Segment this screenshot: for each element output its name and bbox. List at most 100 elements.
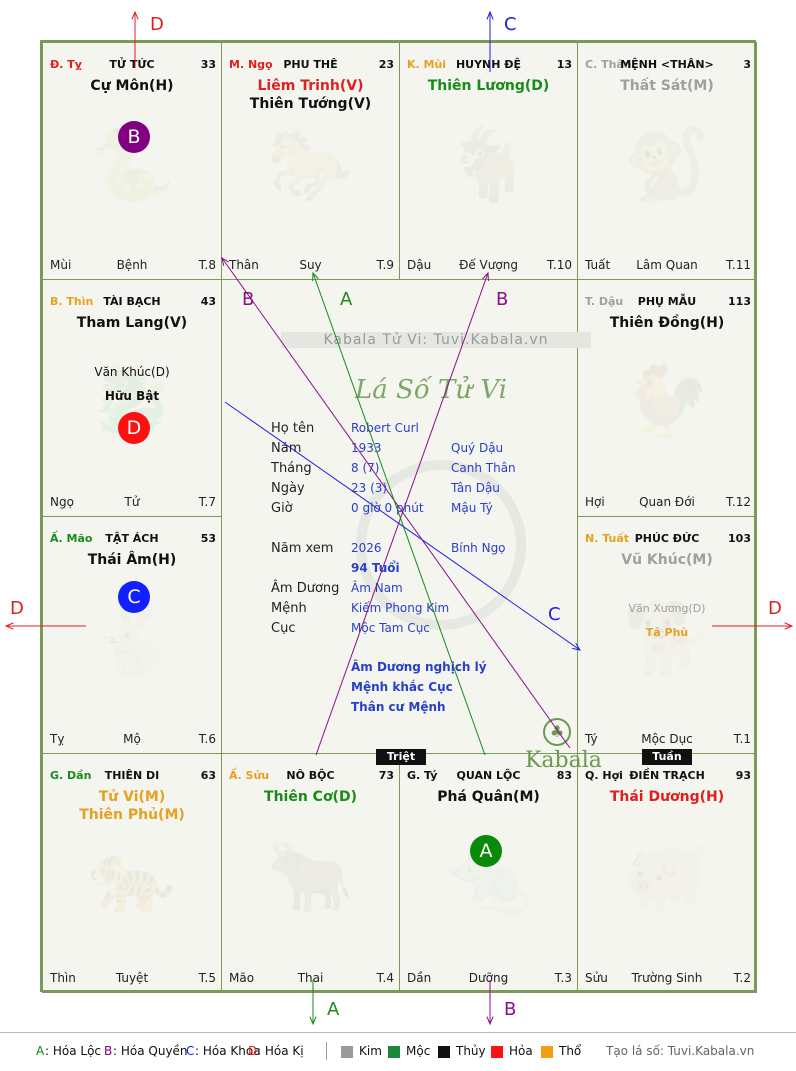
info-label: Họ tên [271, 421, 315, 436]
element-swatch [388, 1046, 400, 1058]
kabala-logo-icon: ♣ [543, 718, 571, 746]
monkey-icon: 🐒 [623, 123, 711, 206]
palace-age: 33 [200, 58, 216, 71]
major-stars: Tử Vi(M)Thiên Phủ(M) [43, 788, 221, 824]
palace-stage: Mộc Dục [641, 732, 693, 746]
palace-stage: Tuyệt [115, 971, 149, 985]
info-value: Robert Curl [351, 421, 419, 435]
info-value: 0 giờ 0 phút [351, 501, 424, 515]
info-value: Âm Nam [351, 581, 403, 595]
legend-key: B [104, 1044, 113, 1058]
legend-key: A [36, 1044, 45, 1058]
minor-stars: Văn Xương(D) Tả Phù [578, 597, 756, 645]
element-swatch [541, 1046, 553, 1058]
legend-key: C [186, 1044, 195, 1058]
major-star: Thiên Phủ(M) [79, 807, 185, 823]
info-label: Âm Dương [271, 581, 340, 596]
palace-stage: Bệnh [116, 258, 148, 272]
info-label: Tháng [271, 461, 312, 476]
palace-age: 83 [556, 769, 572, 782]
legend-label: : Hóa Khoa [195, 1044, 261, 1058]
palace-stage: Thai [297, 971, 324, 985]
info-value: 94 Tuổi [351, 561, 400, 575]
palace-branch: Mão [229, 971, 255, 985]
major-stars: Phá Quân(M) [400, 788, 577, 806]
palace-name: THIÊN DI [104, 769, 160, 782]
center-watermark: Kabala Tử Vi: Tuvi.Kabala.vn [281, 332, 591, 348]
palace-can: C. Thân [585, 58, 632, 71]
palace-stage: Dưỡng [468, 971, 509, 985]
major-stars: Thái Dương(H) [578, 788, 756, 806]
legend-label: : Hóa Lộc [45, 1044, 102, 1058]
palace-can: N. Tuất [585, 532, 630, 545]
info-label: Năm [271, 441, 302, 456]
minor-stars: Văn Khúc(D)Hữu Bật [43, 360, 221, 408]
palace-branch: Mùi [50, 258, 72, 272]
palace-period: T.5 [198, 971, 216, 985]
site-credit: Tạo lá số: Tuvi.Kabala.vn [606, 1044, 755, 1058]
horse-icon: 🐎 [266, 123, 355, 206]
palace-period: T.4 [376, 971, 394, 985]
palace-stage: Lâm Quan [636, 258, 698, 272]
palace-age: 73 [378, 769, 394, 782]
info-value: 8 (7) [351, 461, 380, 475]
palace-period: T.7 [198, 495, 216, 509]
palace-can: Ấ. Sửu [229, 769, 270, 782]
info-value: Mộc Tam Cục [351, 621, 430, 635]
legend-label: : Hóa Quyền [113, 1044, 188, 1058]
goat-icon: 🐐 [444, 123, 533, 206]
element-swatch [341, 1046, 353, 1058]
major-star: Tham Lang(V) [76, 315, 188, 331]
arrow-label: C [504, 14, 517, 35]
info-value-2: Quý Dậu [451, 441, 504, 455]
palace-name: TẬT ÁCH [105, 532, 159, 545]
element-swatch [491, 1046, 503, 1058]
palace-period: T.1 [733, 732, 751, 746]
major-star: Thiên Lương(D) [427, 78, 550, 94]
palace-age: 3 [743, 58, 751, 71]
palace-stage: Tử [124, 495, 140, 509]
palace-age: 113 [728, 295, 751, 308]
pig-icon: 🐖 [623, 835, 711, 918]
element-label: Kim [359, 1044, 382, 1058]
major-star: Cự Môn(H) [90, 78, 174, 94]
palace-stage: Trường Sinh [631, 971, 703, 985]
palace-can: K. Mùi [407, 58, 447, 71]
palace-period: T.2 [733, 971, 751, 985]
palace-name: NÔ BỘC [286, 769, 335, 782]
major-star: Liêm Trinh(V) [257, 78, 364, 94]
info-label: Năm xem [271, 541, 334, 556]
palace-branch: Ngọ [50, 495, 74, 509]
arrow-label: D [150, 14, 164, 35]
arrow-label: A [327, 999, 340, 1020]
kabala-logo: Kabala [525, 748, 602, 773]
minor-star: Văn Khúc(D) [94, 365, 170, 379]
info-value: 2026 [351, 541, 382, 555]
palace-age: 103 [728, 532, 751, 545]
palace-period: T.9 [376, 258, 394, 272]
palace-can: T. Dậu [585, 295, 624, 308]
major-stars: Thất Sát(M) [578, 77, 756, 95]
transformation-circle: A [470, 835, 502, 867]
info-value: 23 (3) [351, 481, 388, 495]
minor-star: Tả Phù [645, 626, 689, 639]
palace-name: PHÚC ĐỨC [634, 532, 700, 545]
element-swatch [438, 1046, 450, 1058]
palace-branch: Dần [407, 971, 432, 985]
arrow-label: B [504, 999, 516, 1020]
major-star: Thái Âm(H) [87, 552, 177, 568]
palace-can: Đ. Tỵ [50, 58, 82, 71]
minor-star: Văn Xương(D) [628, 602, 706, 615]
arrow-head-icon [486, 1016, 494, 1026]
palace-name: ĐIỀN TRẠCH [629, 769, 705, 782]
major-stars: Thiên Lương(D) [400, 77, 577, 95]
ox-icon: 🐂 [266, 835, 355, 918]
arrow-head-icon [309, 1016, 317, 1026]
